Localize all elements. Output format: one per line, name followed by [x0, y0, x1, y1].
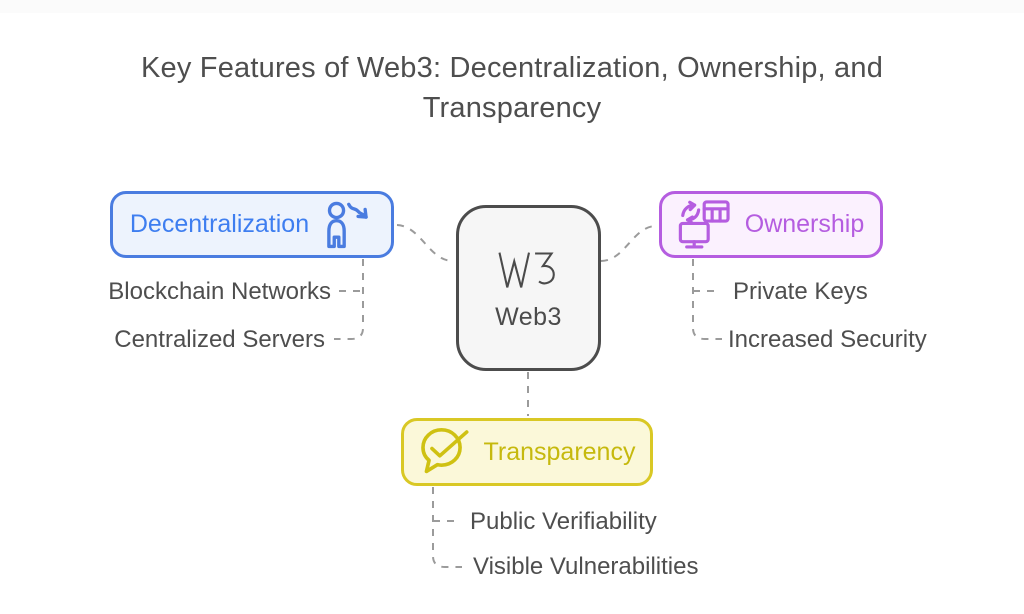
diagram-title: Key Features of Web3: Decentralization, …: [140, 52, 884, 124]
web3-label: Web3: [495, 302, 562, 331]
leaf-centralized-servers: Centralized Servers: [114, 326, 325, 353]
leaf-blockchain-networks: Blockchain Networks: [108, 278, 331, 305]
connector-transparency-trunk: [432, 487, 462, 568]
node-decentralization: Decentralization: [110, 191, 394, 258]
connector-decentralization-trunk: [334, 259, 364, 340]
ownership-label: Ownership: [744, 210, 865, 238]
top-strip: [0, 0, 1024, 13]
node-ownership: Ownership: [659, 191, 883, 258]
connector-ownership-trunk: [692, 259, 722, 340]
device-data-transfer-icon: [678, 199, 732, 251]
leaf-visible-vulnerabilities: Visible Vulnerabilities: [473, 553, 699, 580]
w3-logo: [497, 251, 555, 288]
node-web3: Web3: [456, 205, 601, 371]
node-transparency: Transparency: [401, 418, 653, 486]
connector-center-ownership: [600, 225, 657, 262]
person-decline-icon: [322, 198, 374, 252]
chat-check-icon: [419, 426, 471, 478]
leaf-increased-security: Increased Security: [728, 326, 927, 353]
connector-center-decentralization: [396, 224, 454, 262]
transparency-label: Transparency: [483, 437, 636, 466]
leaf-public-verifiability: Public Verifiability: [470, 508, 657, 535]
decentralization-label: Decentralization: [129, 210, 310, 238]
leaf-private-keys: Private Keys: [733, 278, 868, 305]
